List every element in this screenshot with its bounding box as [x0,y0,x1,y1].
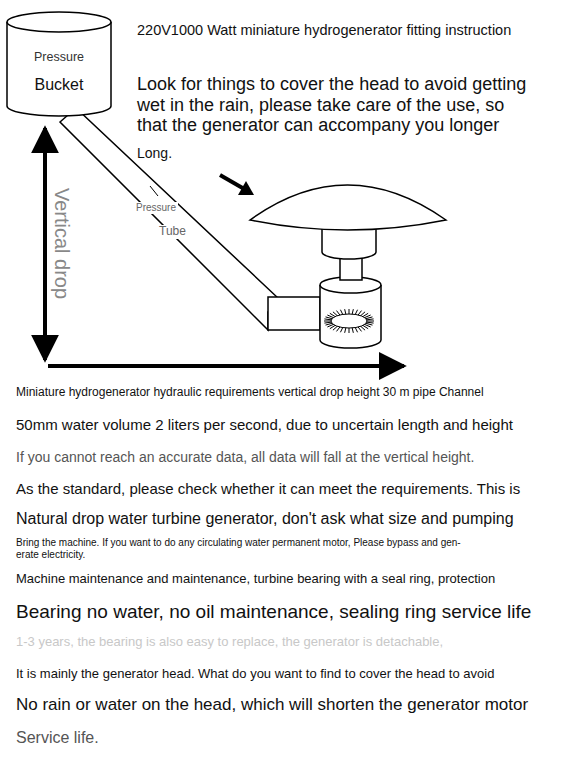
title: 220V1000 Watt miniature hydrogenerator f… [137,22,511,39]
tube-label: Pressure [134,202,178,214]
note-line: that the generator can accompany you lon… [137,115,499,136]
maintenance-line: Bearing no water, no oil maintenance, se… [16,601,531,623]
vertical-dimension [43,128,47,360]
requirement-line: Miniature hydrogenerator hydraulic requi… [16,386,484,400]
note-line: wet in the rain, please take care of the… [137,95,504,116]
maintenance-line: 1-3 years, the bearing is also easy to r… [16,635,443,650]
turbine-runner [324,309,374,333]
requirement-line: If you cannot reach an accurate data, al… [16,449,474,465]
requirement-line: Natural drop water turbine generator, do… [16,510,514,528]
maintenance-line: Machine maintenance and maintenance, tur… [16,572,495,587]
pointer-arrowhead [238,181,254,195]
nozzle [268,297,320,330]
node-text: Bucket [35,76,84,94]
node-text: Pressure [34,50,84,64]
turbine-housing [320,277,381,348]
maintenance-line: No rain or water on the head, which will… [16,695,528,715]
pointer-arrow [220,175,246,190]
pressure-bucket: PressureBucket [5,10,113,118]
requirement-line: Bring the machine. If you want to do any… [16,537,461,549]
requirement-line: erate electricity. [16,549,85,561]
tube-label: Tube [157,225,188,239]
requirement-line: 50mm water volume 2 liters per second, d… [16,416,513,433]
pressure-tube [60,108,278,330]
requirement-line: As the standard, please check whether it… [16,480,520,497]
horizontal-dimension [48,364,404,368]
dimension-label: Vertical drop [50,187,73,298]
note-line: Look for things to cover the head to avo… [137,74,526,95]
maintenance-line: Service life. [16,729,99,747]
maintenance-line: It is mainly the generator head. What do… [16,667,494,682]
note-line: Long. [137,145,172,161]
rain-cover [250,185,446,230]
